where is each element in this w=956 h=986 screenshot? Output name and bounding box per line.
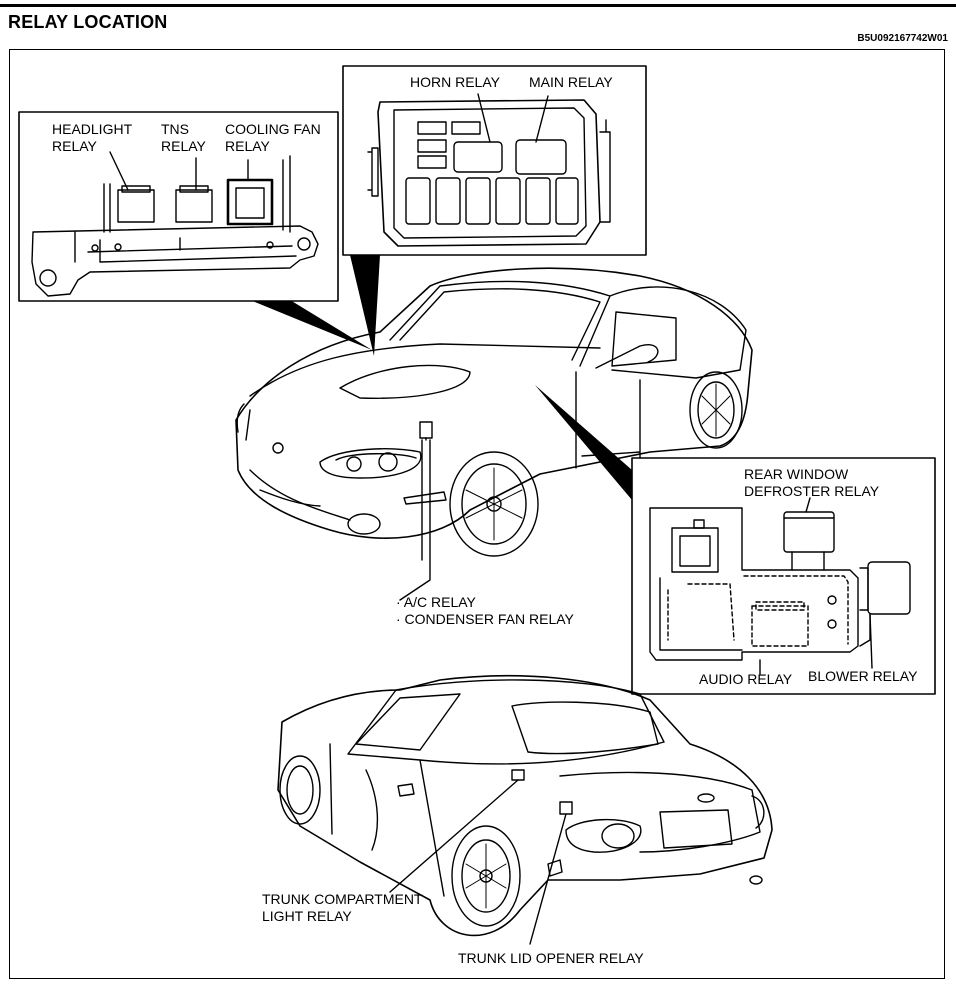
label-blower-relay: BLOWER RELAY bbox=[808, 668, 918, 684]
label-audio-relay: AUDIO RELAY bbox=[699, 671, 793, 687]
callout-wedge-dash bbox=[535, 385, 632, 500]
tns-relay bbox=[175, 189, 213, 223]
label-ac-relay: · A/C RELAY bbox=[396, 594, 476, 610]
inset-relay-bracket bbox=[18, 111, 339, 302]
rear-window-defroster-relay bbox=[783, 511, 835, 553]
inset-dash-relays bbox=[631, 457, 936, 695]
page-title: RELAY LOCATION bbox=[8, 12, 168, 32]
label-main-relay: MAIN RELAY bbox=[529, 74, 613, 90]
label-horn-relay: HORN RELAY bbox=[410, 74, 500, 90]
label-trunk-lid-opener-relay: TRUNK LID OPENER RELAY bbox=[458, 950, 644, 966]
inset-fuse-block bbox=[342, 65, 647, 256]
main-relay bbox=[515, 139, 567, 175]
horn-relay bbox=[453, 141, 503, 173]
audio-relay bbox=[751, 605, 809, 647]
figure-frame bbox=[9, 49, 945, 979]
callout-wedge-fusebox bbox=[350, 255, 380, 356]
headlight-relay bbox=[117, 189, 155, 223]
header-rule bbox=[0, 4, 956, 7]
callout-wedge-bracket bbox=[250, 300, 372, 350]
car-front-view bbox=[235, 267, 753, 601]
document-id: B5U092167742W01 bbox=[857, 33, 948, 44]
cooling-fan-relay bbox=[226, 178, 274, 226]
label-condenser-fan-relay: · CONDENSER FAN RELAY bbox=[396, 611, 574, 627]
car-rear-view bbox=[277, 674, 773, 945]
